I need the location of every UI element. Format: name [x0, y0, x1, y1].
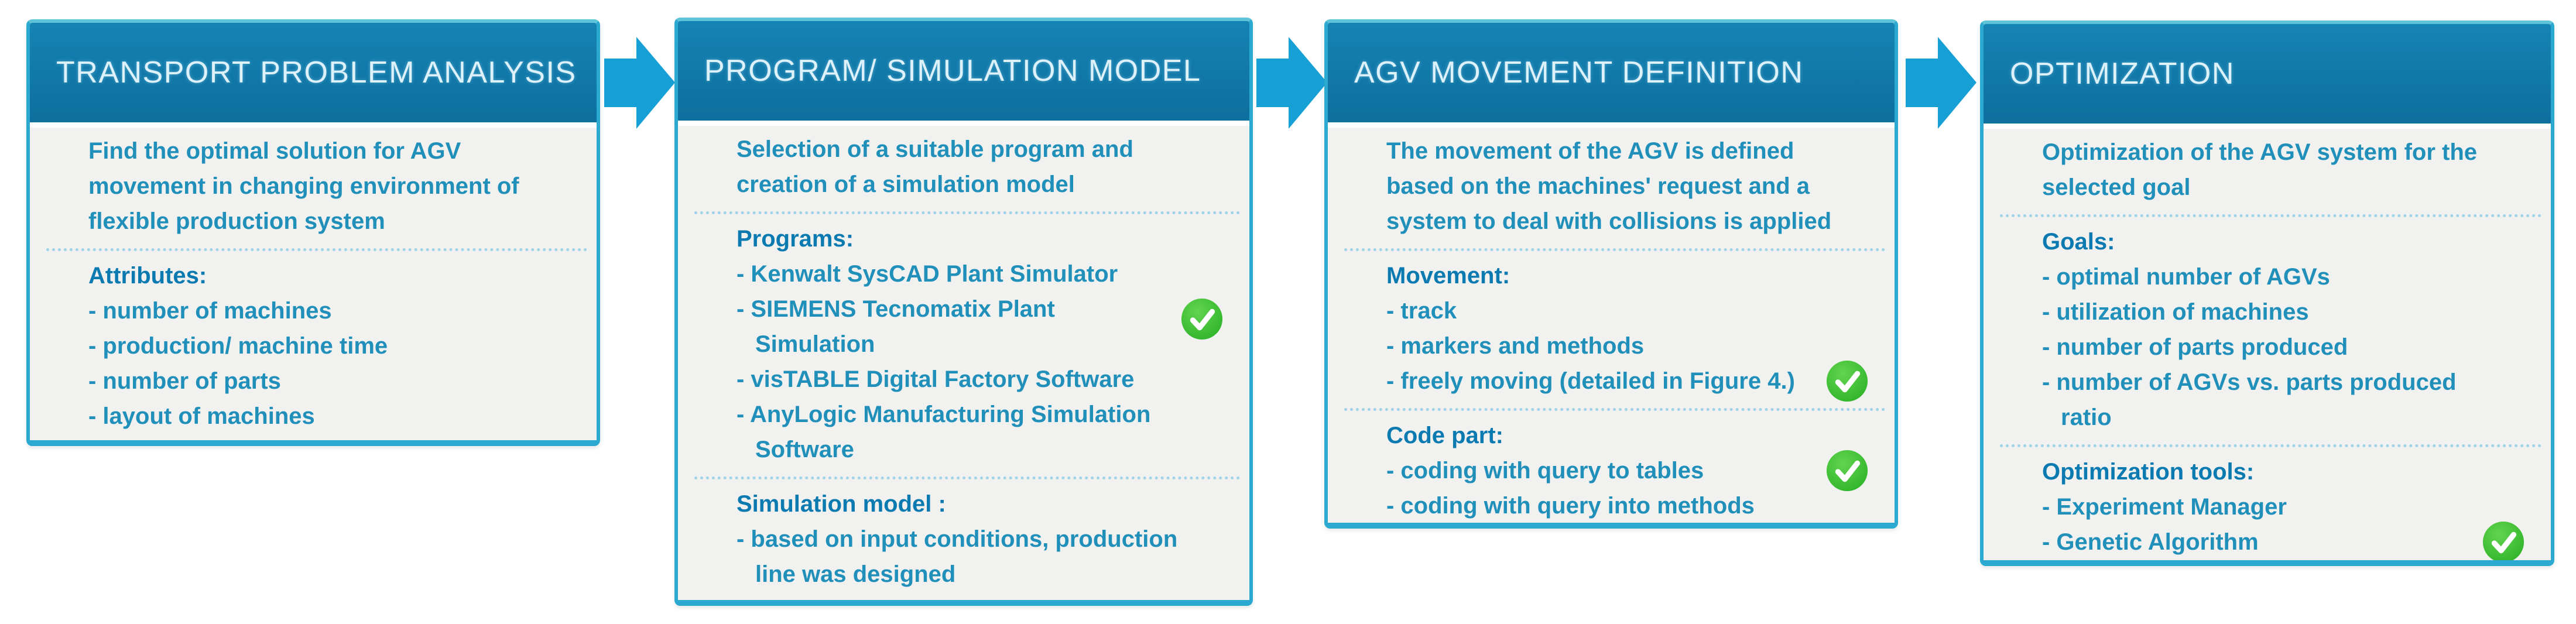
list-item-text: - optimal number of AGVs — [2042, 264, 2330, 290]
list-item: - markers and methods — [1386, 328, 1883, 364]
panel-body: Optimization of the AGV system for the s… — [1984, 129, 2551, 560]
panel-title: AGV MOVEMENT DEFINITION — [1354, 56, 1804, 90]
panel-agv-movement-definition: AGV MOVEMENT DEFINITION The movement of … — [1324, 19, 1898, 529]
panel-intro: Optimization of the AGV system for the s… — [2042, 139, 2478, 200]
list-item-text: - number of AGVs vs. parts produced rati… — [2042, 369, 2457, 430]
list-item-text: - utilization of machines — [2042, 299, 2309, 325]
list-item-text: - Genetic Algorithm — [2042, 529, 2259, 555]
list-item-text: - based on input conditions, production … — [737, 526, 1178, 587]
panel-header: TRANSPORT PROBLEM ANALYSIS — [30, 23, 597, 122]
panel-body: Find the optimal solution for AGV moveme… — [30, 128, 597, 440]
panel-header: OPTIMIZATION — [1984, 24, 2551, 124]
list-item: - visTABLE Digital Factory Software — [737, 362, 1238, 397]
list-item-text: - Kenwalt SysCAD Plant Simulator — [737, 261, 1118, 287]
section-heading-attributes: Attributes: — [88, 263, 207, 289]
section-heading-programs: Programs: — [737, 226, 854, 252]
list-item-text: - SIEMENS Tecnomatix Plant Simulation — [737, 296, 1055, 357]
panel-body: The movement of the AGV is defined based… — [1328, 128, 1895, 523]
list-item-text: - track — [1386, 298, 1457, 324]
panel-header: AGV MOVEMENT DEFINITION — [1328, 23, 1895, 122]
section-divider — [2000, 214, 2541, 217]
list-item: - based on input conditions, production … — [737, 522, 1238, 592]
check-circle-icon — [1180, 297, 1224, 341]
section-divider — [1344, 248, 1885, 251]
section-divider — [694, 211, 1240, 214]
list-item-text: - coding with query into methods — [1386, 493, 1755, 519]
section-heading-optimization-tools: Optimization tools: — [2042, 459, 2255, 485]
panel-intro: Selection of a suitable program and crea… — [737, 136, 1133, 197]
panel-body: Selection of a suitable program and crea… — [678, 126, 1249, 600]
list-item: - AnyLogic Manufacturing Simulation Soft… — [737, 397, 1238, 467]
list-item-text: - number of machines — [88, 298, 332, 324]
list-item: - optimal number of AGVs — [2042, 259, 2539, 294]
section-heading-code-part: Code part: — [1386, 423, 1503, 448]
panel-optimization: OPTIMIZATION Optimization of the AGV sys… — [1980, 20, 2554, 566]
list-item: - production/ machine time — [88, 328, 585, 364]
list-item-text: - markers and methods — [1386, 333, 1645, 359]
section-divider — [694, 476, 1240, 479]
list-item-text: - visTABLE Digital Factory Software — [737, 366, 1135, 392]
list-item-text: - coding with query to tables — [1386, 458, 1704, 484]
list-item: - Genetic Algorithm — [2042, 521, 2539, 560]
arrow-right-icon — [604, 37, 675, 129]
panel-program-simulation-model: PROGRAM/ SIMULATION MODEL Selection of a… — [674, 18, 1253, 606]
list-item-text: - number of parts — [88, 368, 281, 394]
panel-title: PROGRAM/ SIMULATION MODEL — [704, 54, 1201, 88]
arrow-right-icon — [1256, 37, 1327, 129]
list-item: - freely moving (detailed in Figure 4.) — [1386, 360, 1883, 402]
list-item-text: - freely moving (detailed in Figure 4.) — [1386, 368, 1795, 394]
panel-intro: The movement of the AGV is defined based… — [1386, 138, 1832, 234]
section-heading-simulation-model: Simulation model : — [737, 491, 946, 517]
list-item-text: - production/ machine time — [88, 333, 388, 359]
list-item: - number of parts — [88, 364, 585, 399]
list-item-text: - number of parts produced — [2042, 334, 2348, 360]
section-divider — [46, 248, 587, 251]
list-item-text: - AnyLogic Manufacturing Simulation Soft… — [737, 402, 1151, 462]
list-item: - number of parts produced — [2042, 330, 2539, 365]
list-item: - Kenwalt SysCAD Plant Simulator — [737, 256, 1238, 292]
check-circle-icon — [1825, 449, 1869, 492]
list-item: - number of machines — [88, 293, 585, 328]
check-circle-icon — [1825, 359, 1869, 403]
list-item: - number of AGVs vs. parts produced rati… — [2042, 365, 2539, 435]
panel-transport-problem-analysis: TRANSPORT PROBLEM ANALYSIS Find the opti… — [26, 19, 600, 446]
arrow-right-icon — [1906, 37, 1976, 129]
panel-title: TRANSPORT PROBLEM ANALYSIS — [56, 56, 577, 90]
list-item: - layout of machines — [88, 399, 585, 434]
list-item: - coding with query into methods — [1386, 488, 1883, 523]
panel-intro: Find the optimal solution for AGV moveme… — [88, 138, 519, 234]
list-item-text: - Experiment Manager — [2042, 494, 2287, 520]
list-item: - track — [1386, 293, 1883, 328]
panel-header: PROGRAM/ SIMULATION MODEL — [678, 21, 1249, 121]
section-divider — [2000, 444, 2541, 447]
list-item: - Experiment Manager — [2042, 489, 2539, 524]
panel-title: OPTIMIZATION — [2010, 57, 2235, 91]
list-item: - utilization of machines — [2042, 294, 2539, 330]
section-heading-goals: Goals: — [2042, 229, 2115, 255]
check-circle-icon — [2482, 520, 2525, 560]
list-item: - coding with query to tables — [1386, 450, 1883, 492]
list-item: - SIEMENS Tecnomatix Plant Simulation — [737, 292, 1238, 362]
list-item-text: - layout of machines — [88, 403, 315, 429]
section-heading-movement: Movement: — [1386, 263, 1510, 289]
section-divider — [1344, 408, 1885, 411]
